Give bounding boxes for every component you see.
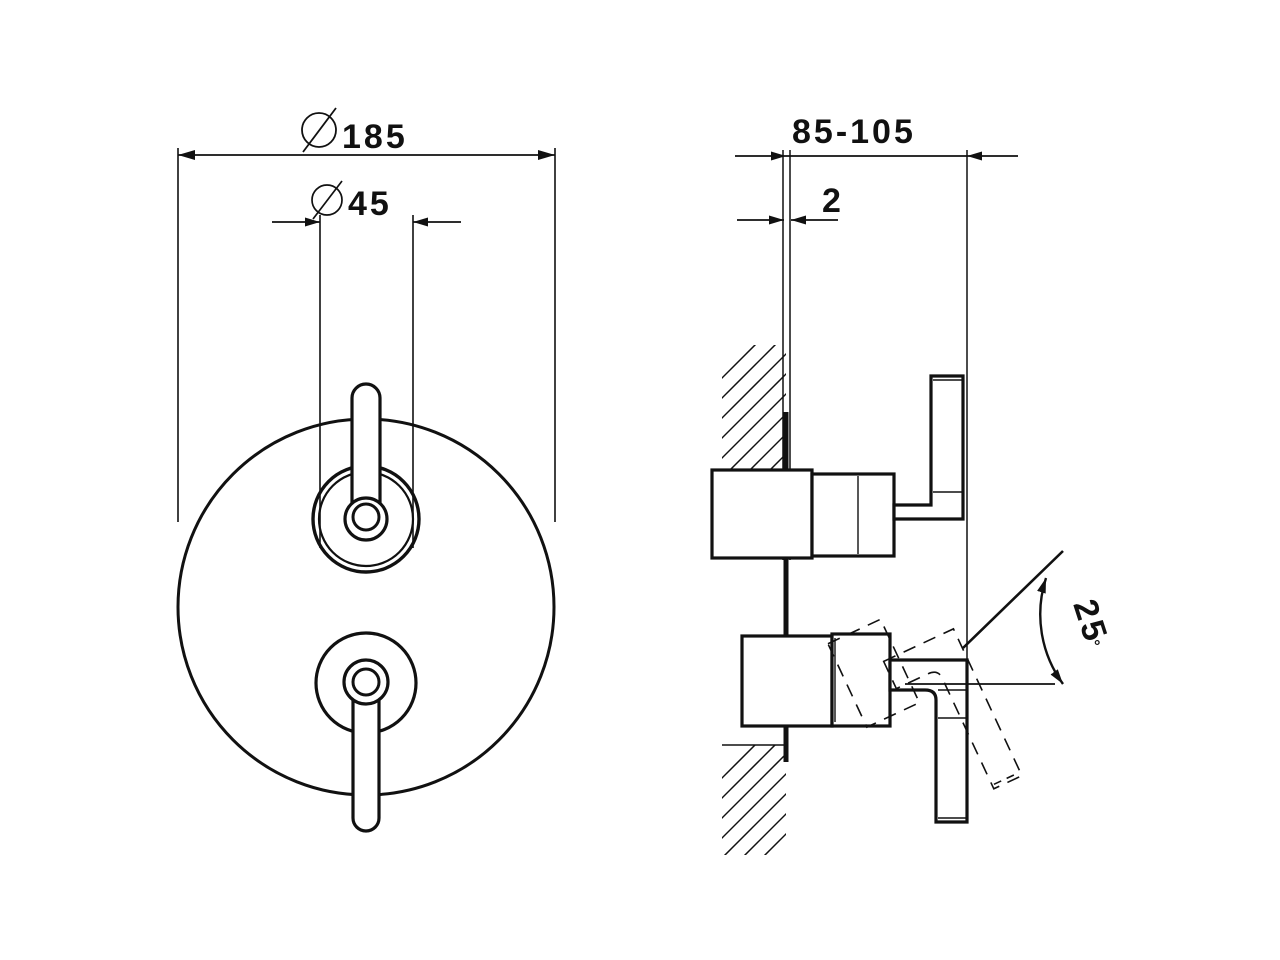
wall-section-upper (722, 345, 786, 475)
lower-valve-body (740, 632, 892, 728)
upper-knob-hub-inner (351, 502, 381, 532)
angle-dimension-25 (905, 550, 1064, 685)
wall-section-lower (722, 744, 786, 855)
dimension-label-plate-diameter: 185 (342, 118, 408, 156)
upper-valve-collar (710, 468, 814, 560)
upper-valve-body (710, 468, 896, 560)
dimension-label-projection: 85-105 (792, 113, 916, 151)
extension-lines-plate-diameter (177, 148, 556, 522)
lower-lever-rotated-ghost (826, 618, 1023, 790)
diameter-symbol-185 (301, 107, 337, 153)
upper-valve-cartridge (810, 472, 896, 558)
upper-lever-profile (892, 374, 965, 521)
lower-knob-hub-inner (351, 667, 381, 697)
lower-valve-collar (740, 634, 834, 728)
dimension-label-knob-diameter: 45 (348, 185, 392, 223)
lower-valve-cartridge (830, 632, 892, 728)
diameter-symbol-45 (311, 180, 343, 220)
angle-label-group: 25 (1065, 595, 1115, 648)
front-view: 185 45 (176, 107, 556, 833)
lower-lever-profile (888, 658, 969, 824)
dimension-label-plate-thickness: 2 (822, 182, 844, 220)
dimension-label-swing-angle: 25 (1065, 595, 1115, 648)
side-view: 85-105 2 (710, 113, 1115, 855)
angle-arc (1037, 577, 1064, 685)
lower-knob-lever[interactable] (351, 681, 381, 833)
upper-control-knob[interactable] (311, 382, 421, 574)
lower-lever-side[interactable] (888, 658, 969, 824)
lower-control-knob[interactable] (314, 631, 418, 833)
upper-lever-side[interactable] (892, 374, 965, 521)
degree-symbol-icon: ° (1094, 638, 1100, 655)
angle-rotated-ray (962, 550, 1064, 649)
